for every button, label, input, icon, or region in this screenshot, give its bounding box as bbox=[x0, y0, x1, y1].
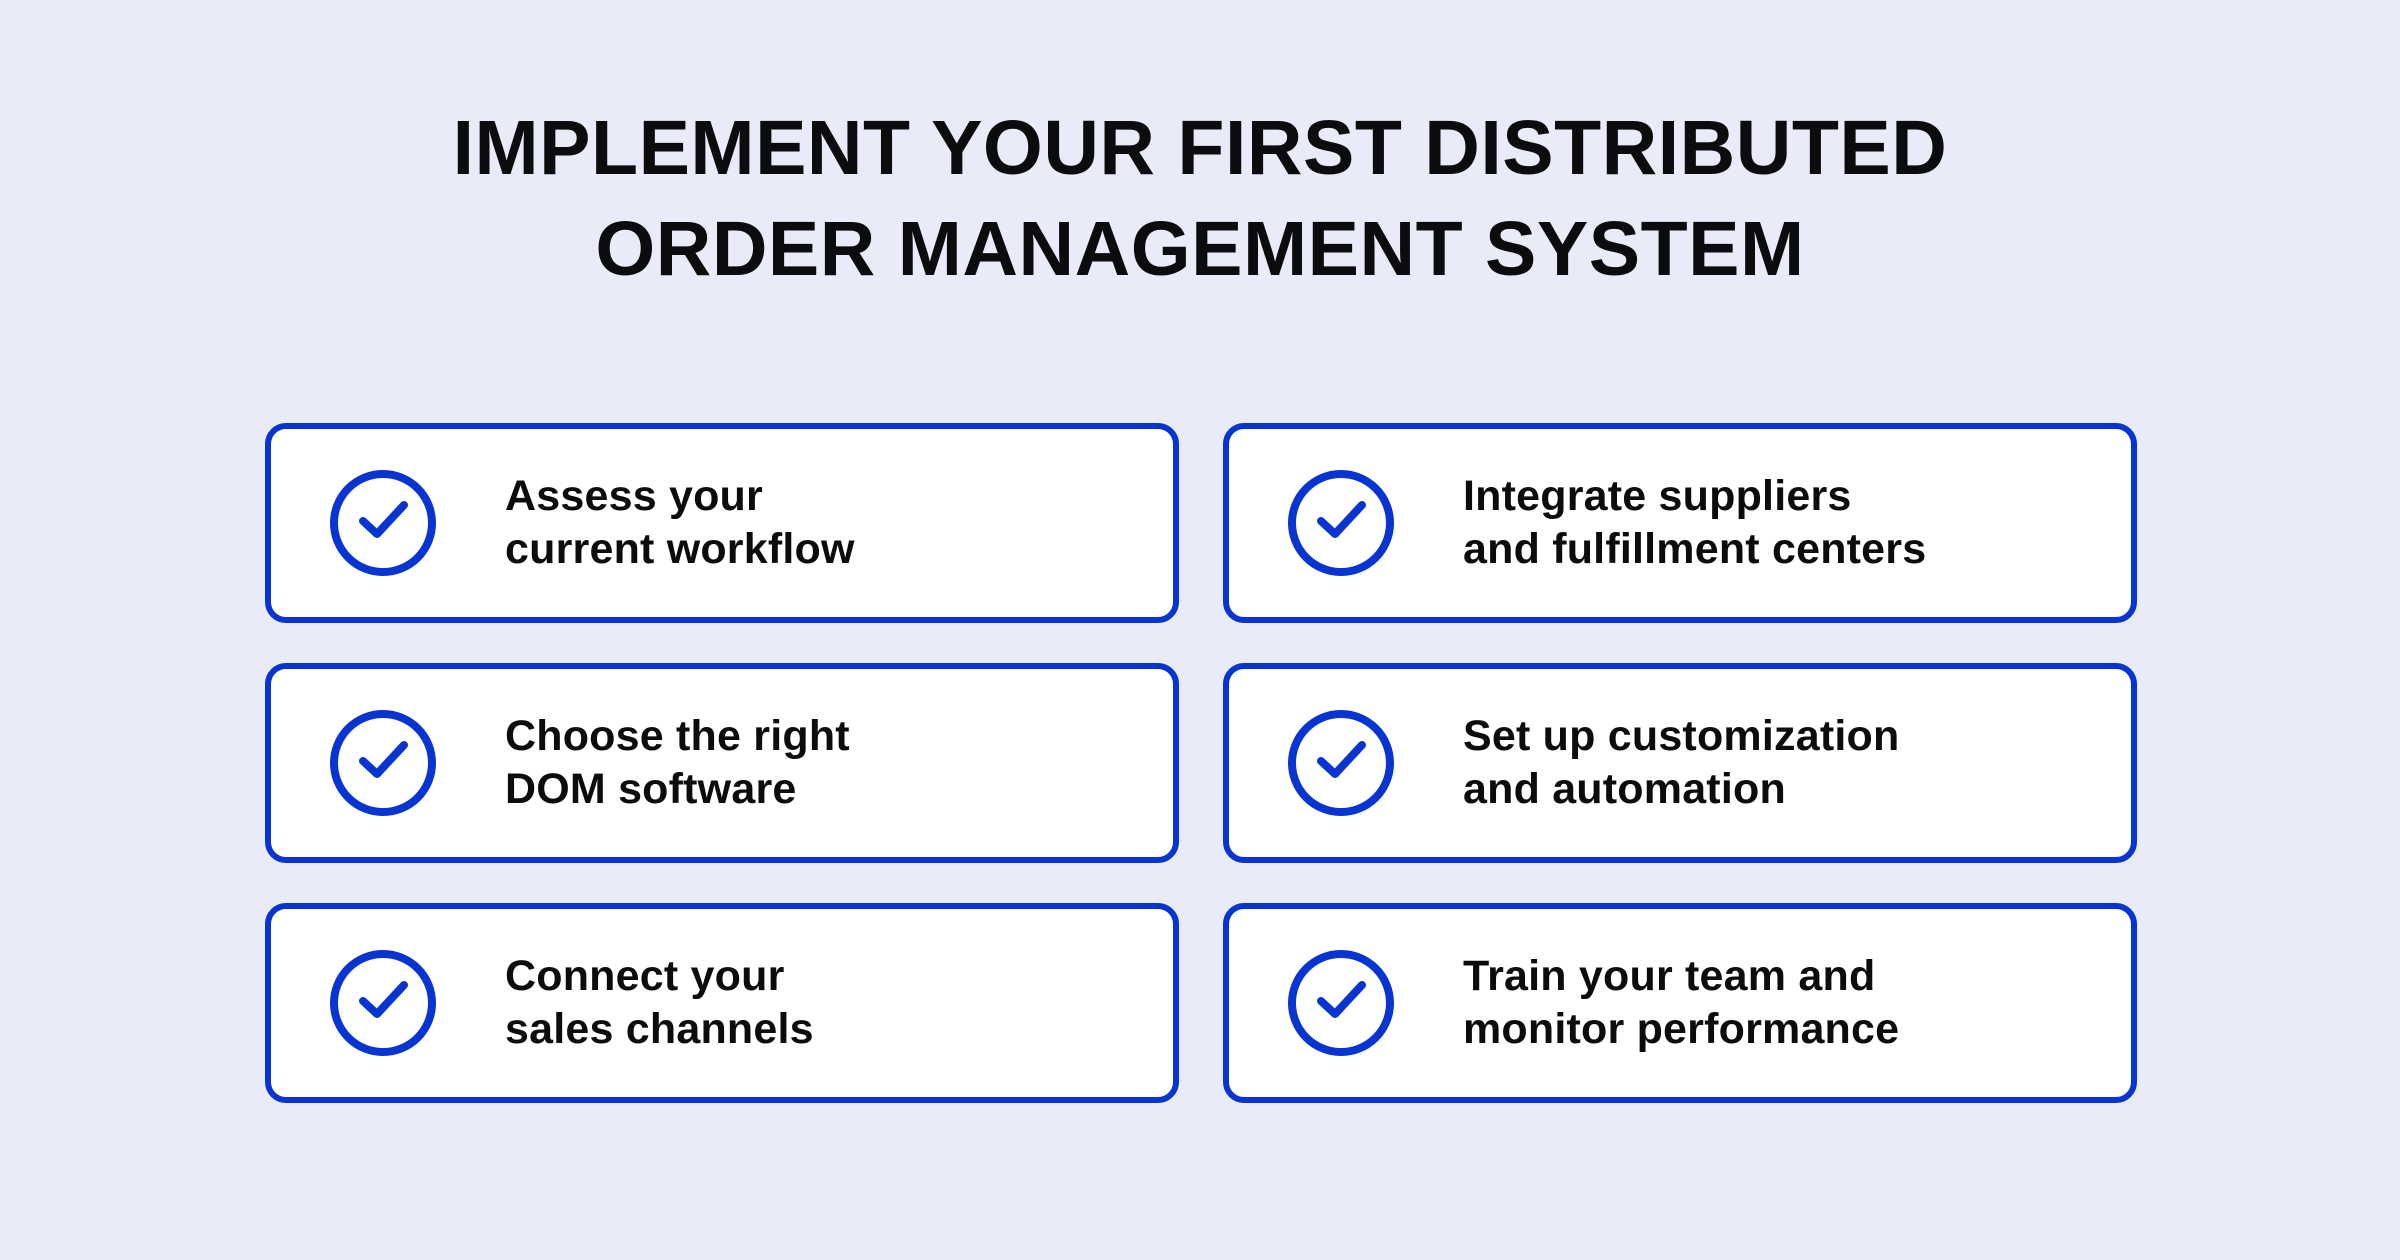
card-label-line-1: Integrate suppliers bbox=[1463, 472, 1852, 520]
checklist-card-label: Integrate suppliers and fulfillment cent… bbox=[1463, 470, 1926, 576]
checklist-card-setup-customization: Set up customization and automation bbox=[1223, 663, 2137, 863]
card-label-line-2: current workflow bbox=[505, 525, 855, 573]
checklist-card-label: Connect your sales channels bbox=[505, 950, 814, 1056]
page-title: IMPLEMENT YOUR FIRST DISTRIBUTED ORDER M… bbox=[0, 98, 2400, 300]
checklist-card-label: Set up customization and automation bbox=[1463, 710, 1899, 816]
card-label-line-2: monitor performance bbox=[1463, 1005, 1900, 1053]
checklist-card-integrate-suppliers: Integrate suppliers and fulfillment cent… bbox=[1223, 423, 2137, 623]
check-circle-icon bbox=[1288, 710, 1394, 816]
check-circle-icon bbox=[330, 950, 436, 1056]
check-circle-icon bbox=[1288, 950, 1394, 1056]
checklist-card-label: Train your team and monitor performance bbox=[1463, 950, 1899, 1056]
card-label-line-2: DOM software bbox=[505, 765, 797, 813]
card-label-line-1: Set up customization bbox=[1463, 712, 1900, 760]
checklist-grid: Assess your current workflow Integrate s… bbox=[265, 423, 2137, 1103]
checklist-card-assess-workflow: Assess your current workflow bbox=[265, 423, 1179, 623]
check-circle-icon bbox=[330, 470, 436, 576]
check-circle-icon bbox=[330, 710, 436, 816]
card-label-line-1: Assess your bbox=[505, 472, 763, 520]
card-label-line-2: and automation bbox=[1463, 765, 1786, 813]
card-label-line-2: sales channels bbox=[505, 1005, 814, 1053]
checklist-card-label: Choose the right DOM software bbox=[505, 710, 850, 816]
checklist-card-label: Assess your current workflow bbox=[505, 470, 855, 576]
checklist-card-train-team: Train your team and monitor performance bbox=[1223, 903, 2137, 1103]
check-circle-icon bbox=[1288, 470, 1394, 576]
page-title-line-1: IMPLEMENT YOUR FIRST DISTRIBUTED bbox=[452, 105, 1948, 191]
page-title-line-2: ORDER MANAGEMENT SYSTEM bbox=[595, 206, 1805, 292]
card-label-line-2: and fulfillment centers bbox=[1463, 525, 1927, 573]
card-label-line-1: Choose the right bbox=[505, 712, 850, 760]
card-label-line-1: Connect your bbox=[505, 952, 785, 1000]
checklist-card-connect-channels: Connect your sales channels bbox=[265, 903, 1179, 1103]
card-label-line-1: Train your team and bbox=[1463, 952, 1876, 1000]
checklist-card-choose-software: Choose the right DOM software bbox=[265, 663, 1179, 863]
